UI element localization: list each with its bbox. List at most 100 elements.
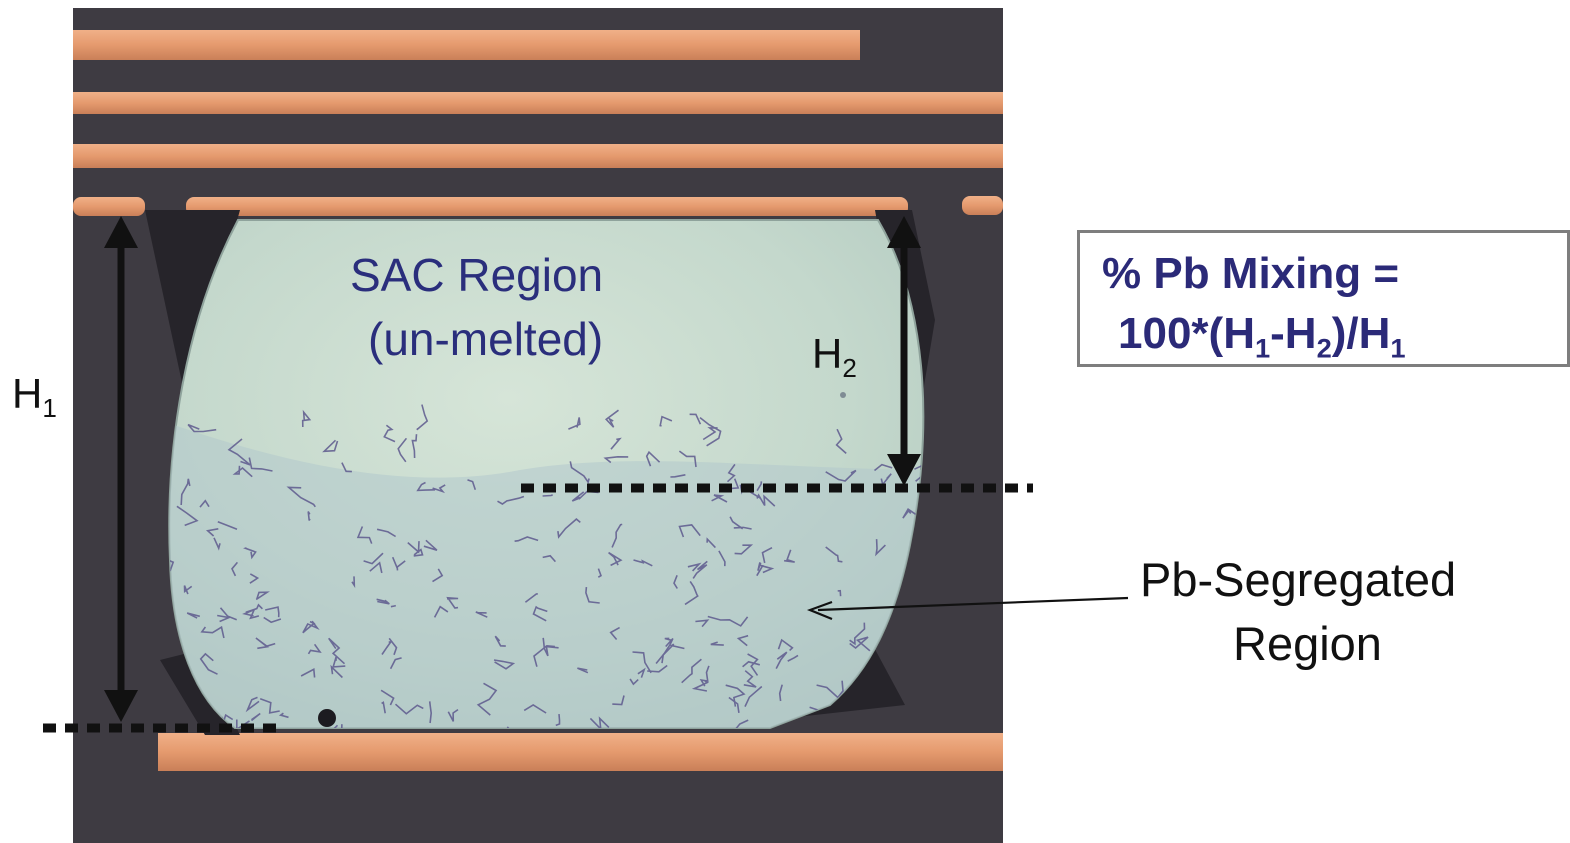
dendrite-stroke: [689, 413, 702, 425]
dendrite-stroke: [632, 651, 652, 674]
dendrite-stroke: [200, 625, 225, 639]
dendrite-stroke: [757, 562, 762, 571]
copper-trace: [73, 92, 1003, 114]
dendrite-stroke: [391, 556, 406, 571]
up-down-arrow-icon: [104, 216, 138, 722]
dendrite-stroke: [647, 664, 668, 673]
dendrite-stroke: [255, 637, 276, 650]
copper-trace: [73, 144, 1003, 168]
dendrite-stroke: [432, 484, 446, 494]
pb-segregated-label: Pb-Segregated: [1140, 553, 1457, 606]
dendrite-stroke: [397, 437, 408, 463]
dendrite-stroke: [407, 541, 420, 554]
copper-trace: [73, 197, 145, 216]
dendrite-stroke: [661, 643, 685, 664]
dendrite-stroke: [659, 415, 673, 427]
dendrite-stroke: [569, 461, 590, 484]
dendrite-stroke: [322, 439, 339, 453]
dendrite-stroke: [475, 611, 488, 618]
dendrite-stroke: [524, 593, 538, 603]
dendrite-stroke: [608, 551, 623, 567]
dendrite-stroke: [571, 491, 585, 502]
dendrite-stroke: [747, 653, 759, 676]
dendrite-stroke: [603, 455, 629, 464]
sac-region-subtitle: (un-melted): [368, 313, 604, 365]
dendrite-stroke: [699, 416, 722, 447]
dendrite-stroke: [341, 462, 352, 473]
copper-trace: [962, 196, 1003, 215]
dendrite-stroke: [736, 634, 749, 647]
dendrite-stroke: [718, 550, 726, 567]
dendrite-stroke: [655, 637, 674, 665]
dendrite-stroke: [467, 479, 477, 490]
copper-trace: [186, 197, 908, 216]
dendrite-stroke: [363, 552, 384, 565]
dendrite-stroke: [243, 547, 257, 560]
dendrite-stroke: [725, 684, 746, 707]
dendrite-stroke: [756, 481, 763, 492]
h1-label: H1: [12, 370, 57, 424]
dendrite-stroke: [199, 499, 210, 508]
dendrite-stroke: [376, 528, 397, 538]
dendrite-stroke: [497, 495, 525, 505]
dendrite-stroke: [376, 598, 390, 605]
dendrite-stroke: [849, 622, 866, 646]
dendrite-stroke: [787, 654, 799, 662]
dendrite-stroke: [783, 549, 795, 563]
dendrite-stroke: [775, 651, 788, 669]
dendrite-stroke: [523, 703, 547, 714]
dendrite-stroke: [880, 473, 892, 487]
dendrite-stroke: [702, 427, 718, 441]
dendrite-stroke: [369, 561, 383, 574]
dendrite-stroke: [597, 568, 602, 578]
dendrite-stroke: [248, 457, 273, 472]
dendrite-stroke: [629, 678, 639, 686]
dendrite-stroke: [187, 423, 217, 433]
dendrite-stroke: [555, 714, 561, 727]
dendrite-stroke: [609, 626, 620, 641]
dendrite-stroke: [301, 409, 312, 428]
dendrite-stroke: [286, 486, 316, 508]
dendrite-stroke: [835, 428, 847, 454]
dendrite-stroke: [778, 684, 783, 702]
void-dot: [840, 392, 846, 398]
dendrite-stroke: [875, 539, 886, 557]
dendrite-stroke: [681, 658, 702, 684]
dendrite-stroke: [217, 521, 238, 531]
dendrite-stroke: [232, 465, 253, 478]
dendrite-stroke: [729, 516, 744, 530]
dendrite-stroke: [213, 537, 221, 551]
dendrite-stroke: [259, 697, 280, 714]
dendrite-stroke: [557, 518, 581, 539]
dendrite-stroke: [199, 652, 218, 675]
dendrite-stroke: [678, 450, 697, 468]
dendrite-stroke: [413, 548, 424, 557]
dendrite-stroke: [816, 680, 844, 699]
dendrite-stroke: [849, 636, 871, 652]
dendrite-stroke: [278, 712, 289, 719]
copper-pad-bottom: [158, 733, 1003, 771]
dendrite-stroke: [542, 494, 554, 497]
dendrite-stroke: [542, 637, 559, 657]
dendrite-stroke: [447, 708, 459, 722]
leader-arrow-icon: [806, 596, 1129, 621]
dendrite-stroke: [389, 657, 402, 670]
dendrite-stroke: [169, 557, 175, 572]
dendrite-stroke: [476, 682, 498, 716]
dendrite-stroke: [423, 539, 438, 551]
dendrite-stroke: [711, 494, 728, 503]
dendrite-stroke: [432, 568, 444, 583]
dendrite-stroke: [250, 712, 261, 722]
dendrite-stroke: [351, 576, 356, 589]
dendrite-stroke: [255, 591, 270, 601]
dendrite-stroke: [394, 703, 424, 715]
dendrite-stroke: [605, 409, 619, 428]
dendrite-stroke: [245, 603, 263, 614]
dendrite-stroke: [670, 474, 686, 478]
dendrite-stroke: [699, 665, 710, 687]
dendrite-stroke: [249, 573, 260, 584]
dendrite-stroke: [532, 605, 548, 622]
dendrite-stroke: [687, 562, 702, 572]
dendrite-stroke: [726, 463, 736, 483]
